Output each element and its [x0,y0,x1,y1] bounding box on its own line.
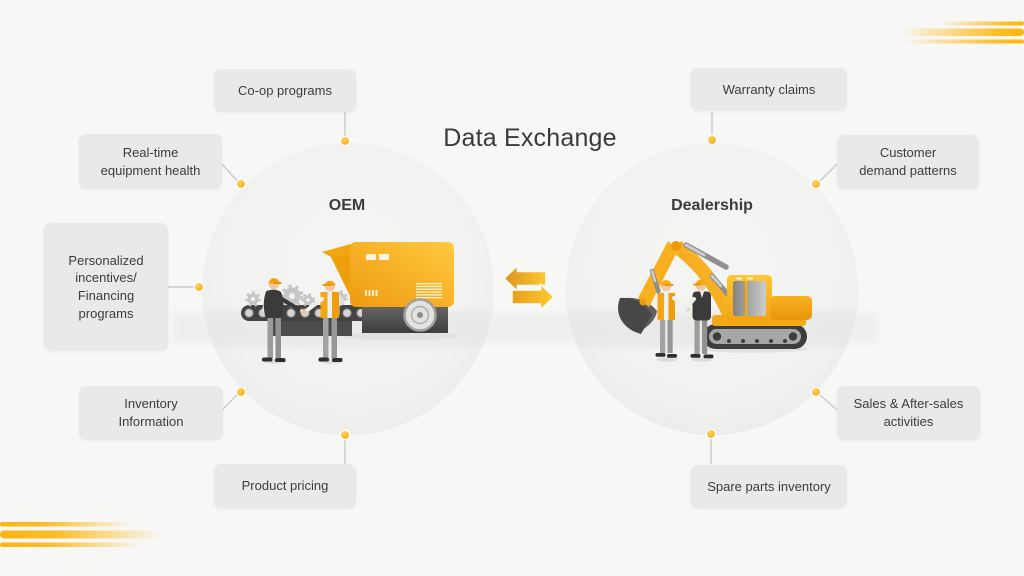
speed-lines-top-right-icon [901,21,1024,44]
dealership-illustration [566,241,858,362]
connector-dots [193,134,822,441]
speed-lines-bottom-left-icon [0,522,162,547]
exchange-arrows-icon [503,264,555,311]
oem-worker-right [302,280,344,364]
oem-worker-left [262,278,305,364]
oem-illustration [202,242,494,364]
dealer-person-right [683,279,714,362]
connector-lines [168,112,838,464]
dealer-person-left [655,280,690,362]
